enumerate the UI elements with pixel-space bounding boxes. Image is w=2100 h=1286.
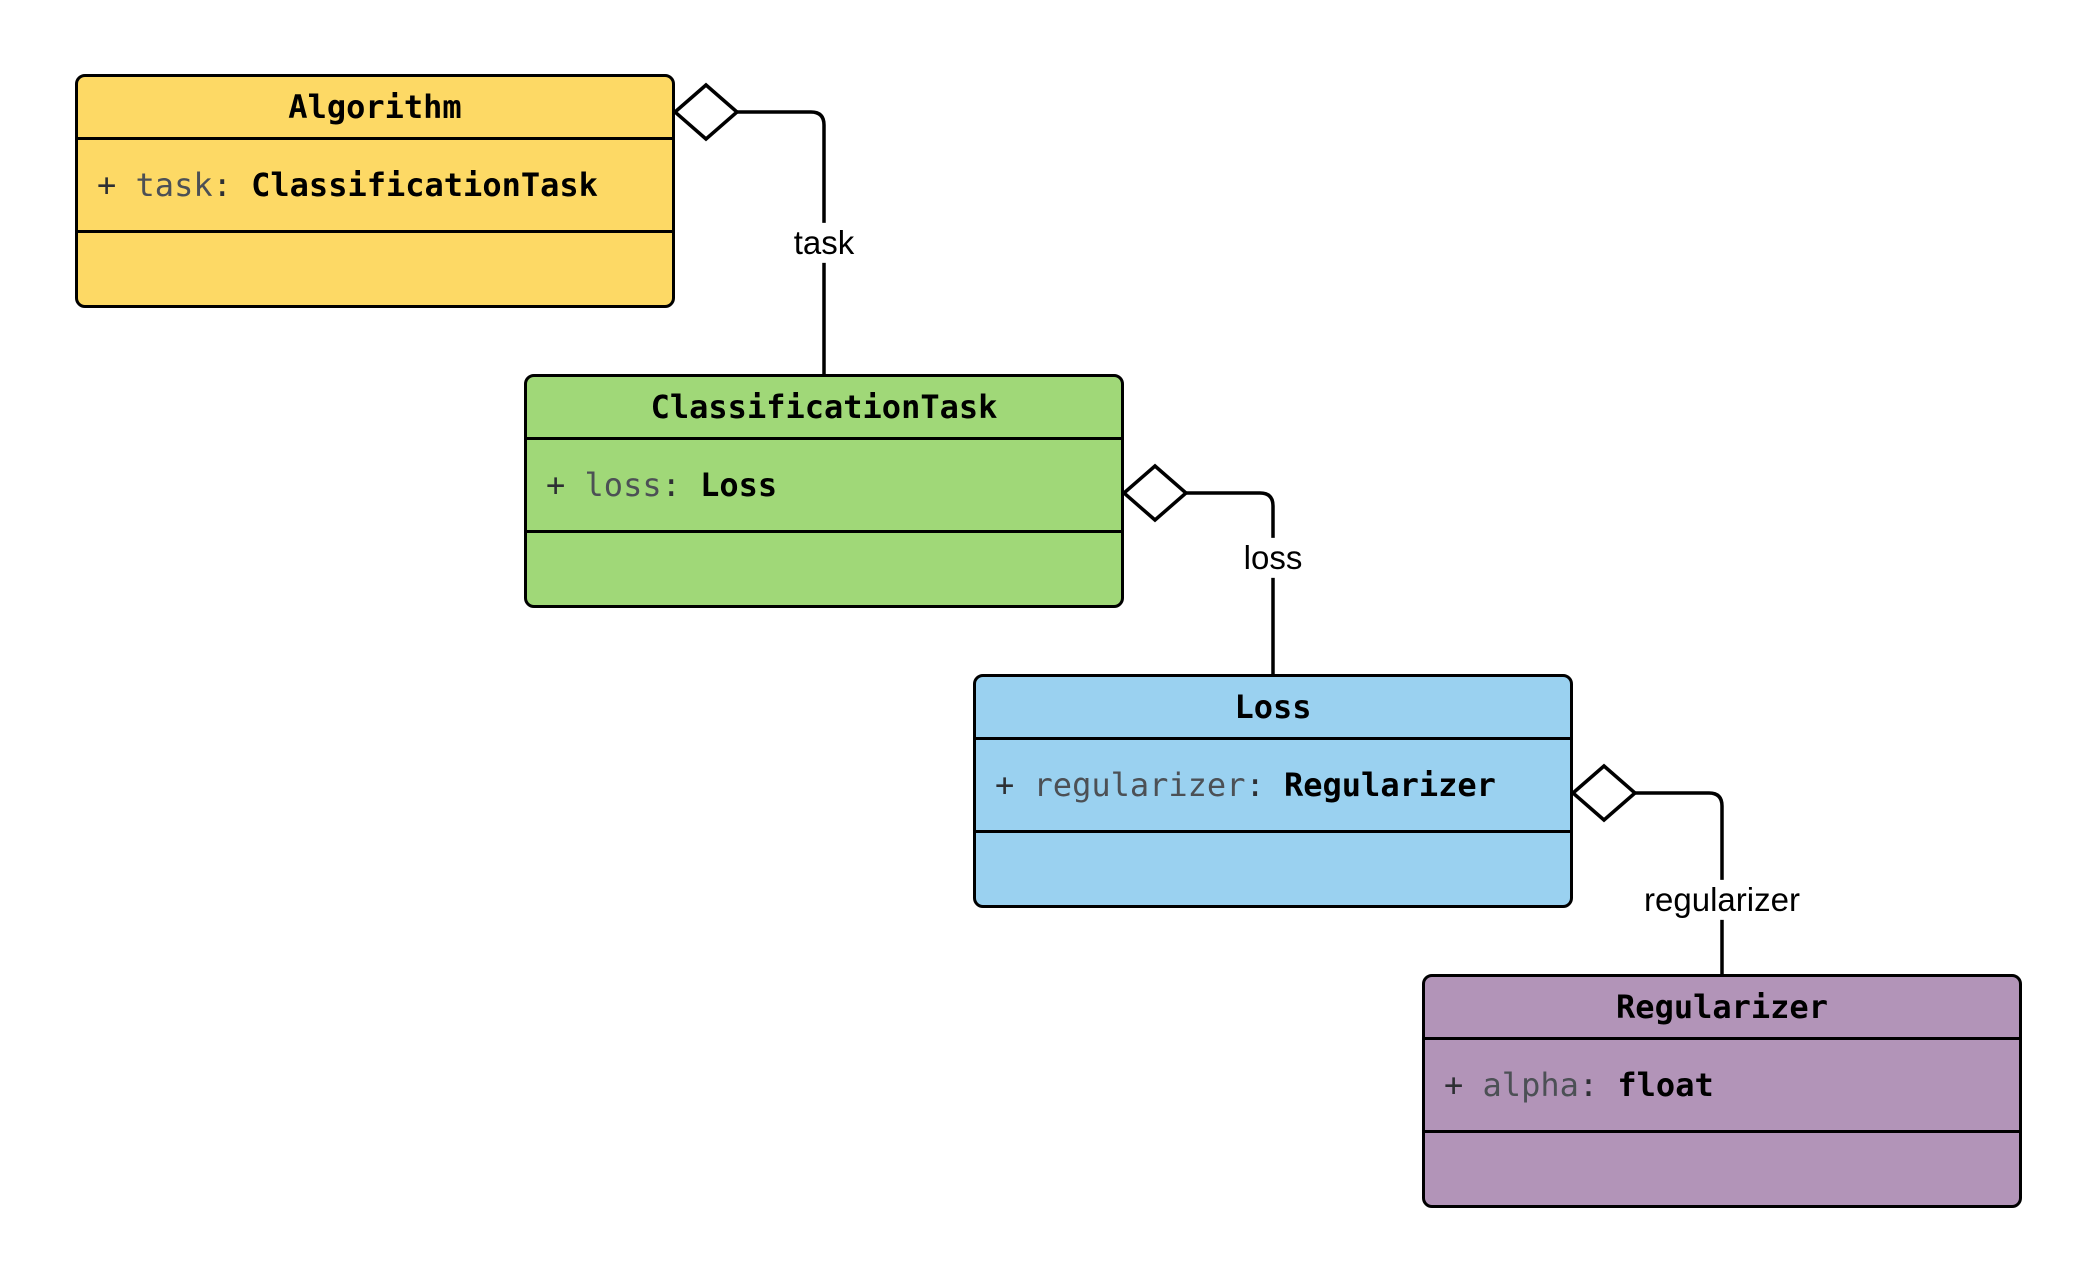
class-box-regularizer: Regularizer + alpha: float	[1422, 974, 2022, 1208]
attribute-separator: :	[661, 466, 701, 504]
attribute-type: Regularizer	[1283, 766, 1496, 804]
class-title: Loss	[976, 677, 1570, 740]
attribute-name: regularizer	[1033, 766, 1246, 804]
class-box-algorithm: Algorithm + task: ClassificationTask	[75, 74, 675, 308]
attribute-separator: :	[1245, 766, 1284, 804]
aggregation-diamond-icon	[672, 82, 740, 142]
class-title: Regularizer	[1425, 977, 2019, 1040]
edge-regularizer	[1570, 763, 1724, 974]
class-box-loss: Loss + regularizer: Regularizer	[973, 674, 1573, 908]
class-empty-section	[1425, 1133, 2019, 1205]
class-attribute-row: + task: ClassificationTask	[78, 140, 672, 233]
edge-loss-line	[1186, 491, 1275, 674]
edge-label-loss: loss	[1235, 537, 1311, 579]
class-attribute-row: + regularizer: Regularizer	[976, 740, 1570, 833]
attribute-visibility: +	[995, 766, 1034, 804]
attribute-type: ClassificationTask	[251, 166, 598, 204]
class-empty-section	[78, 233, 672, 305]
class-title: Algorithm	[78, 77, 672, 140]
class-empty-section	[976, 833, 1570, 905]
attribute-separator: :	[1578, 1066, 1618, 1104]
attribute-type: float	[1617, 1066, 1714, 1104]
edge-label-task: task	[785, 222, 863, 264]
class-title: ClassificationTask	[527, 377, 1121, 440]
class-attribute-row: + loss: Loss	[527, 440, 1121, 533]
class-box-classificationtask: ClassificationTask + loss: Loss	[524, 374, 1124, 608]
attribute-type: Loss	[700, 466, 778, 504]
attribute-separator: :	[212, 166, 252, 204]
attribute-name: loss	[584, 466, 662, 504]
attribute-name: task	[135, 166, 213, 204]
class-attribute-row: + alpha: float	[1425, 1040, 2019, 1133]
attribute-visibility: +	[1444, 1066, 1483, 1104]
aggregation-diamond-icon	[1570, 763, 1638, 823]
attribute-name: alpha	[1482, 1066, 1579, 1104]
class-empty-section	[527, 533, 1121, 605]
attribute-visibility: +	[97, 166, 136, 204]
edge-label-regularizer: regularizer	[1636, 879, 1808, 921]
attribute-visibility: +	[546, 466, 585, 504]
aggregation-diamond-icon	[1121, 463, 1189, 523]
